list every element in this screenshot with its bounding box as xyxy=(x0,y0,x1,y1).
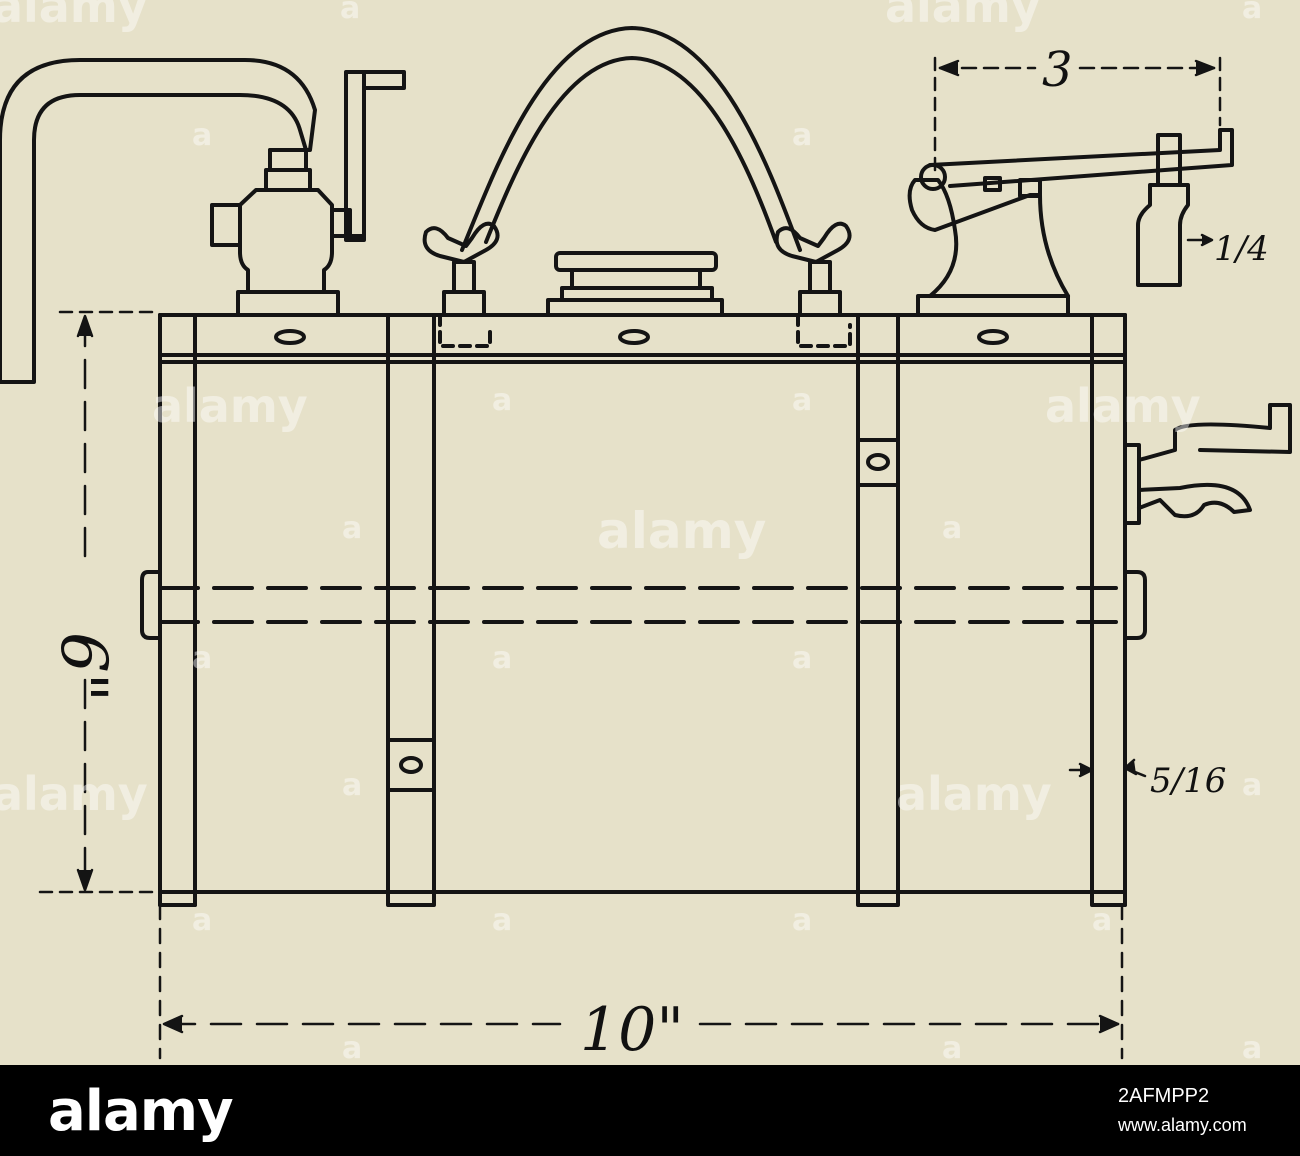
end-band-left xyxy=(158,313,197,907)
technical-drawing: 6" 10" 3 1/4 5/16 alamy alamy alamy alam… xyxy=(0,0,1300,1065)
stock-footer-bar: alamy 2AFMPP2 www.alamy.com xyxy=(0,1065,1300,1156)
watermark-letter: a xyxy=(342,768,362,803)
watermark-layer: alamy alamy alamy alamy alamy alamy alam… xyxy=(0,0,1201,821)
hidden-shaft xyxy=(158,586,1127,624)
watermark-letter-layer: a a a a a a a a a a a a a a a a a a a a xyxy=(192,0,1262,1065)
watermark-letter: a xyxy=(942,511,962,546)
watermark-letter: a xyxy=(792,903,812,938)
watermark-letter: a xyxy=(792,383,812,418)
watermark-letter: a xyxy=(192,903,212,938)
watermark: alamy xyxy=(0,767,148,821)
watermark: alamy xyxy=(597,502,766,560)
pump-assembly xyxy=(210,148,352,317)
watermark-letter: a xyxy=(492,903,512,938)
watermark-letter: a xyxy=(1242,1031,1262,1065)
filler-cap xyxy=(546,251,724,317)
rivet xyxy=(274,329,306,345)
spout-dimension-label: 3 xyxy=(1042,42,1073,98)
wall-dimension-label: 5/16 xyxy=(1150,761,1226,801)
watermark-letter: a xyxy=(340,0,360,26)
dimension-lines xyxy=(38,56,1222,1060)
watermark-letter: a xyxy=(792,118,812,153)
image-id: 2AFMPP2 xyxy=(1118,1085,1210,1107)
watermark-letter: a xyxy=(942,1031,962,1065)
watermark-letter: a xyxy=(342,511,362,546)
watermark-letter: a xyxy=(342,1031,362,1065)
pump-spout xyxy=(0,58,317,384)
side-faucet xyxy=(1123,403,1292,525)
lever-assembly xyxy=(907,128,1234,317)
shaft-boss-left xyxy=(140,570,162,640)
site-url: www.alamy.com xyxy=(1118,1115,1247,1135)
watermark-letter: a xyxy=(792,641,812,676)
shaft-boss-right xyxy=(1123,570,1147,640)
watermark-letter: a xyxy=(192,118,212,153)
hidden-clamp-left xyxy=(438,313,492,348)
watermark-letter: a xyxy=(1092,903,1112,938)
watermark: alamy xyxy=(152,379,308,433)
watermark: alamy xyxy=(896,767,1052,821)
watermark: alamy xyxy=(885,0,1041,33)
carry-handle xyxy=(422,26,852,317)
watermark-letter: a xyxy=(1242,0,1262,26)
watermark: alamy xyxy=(0,0,148,33)
watermark-letter: a xyxy=(1242,768,1262,803)
strap-right xyxy=(856,313,900,907)
watermark-letter: a xyxy=(492,383,512,418)
strap-left xyxy=(386,313,436,907)
rivet xyxy=(977,329,1009,345)
pump-crank xyxy=(344,70,406,242)
watermark-letter: a xyxy=(492,641,512,676)
watermark: alamy xyxy=(1045,379,1201,433)
watermark-letter: a xyxy=(192,641,212,676)
lever-dimension-label: 1/4 xyxy=(1214,229,1269,269)
end-band-right xyxy=(1090,313,1127,907)
brand-logo: alamy xyxy=(48,1079,234,1144)
rivet xyxy=(618,329,650,345)
hidden-clamp-right xyxy=(796,313,852,348)
length-dimension-label: 10" xyxy=(580,995,684,1065)
height-dimension-label: 6" xyxy=(46,632,120,702)
